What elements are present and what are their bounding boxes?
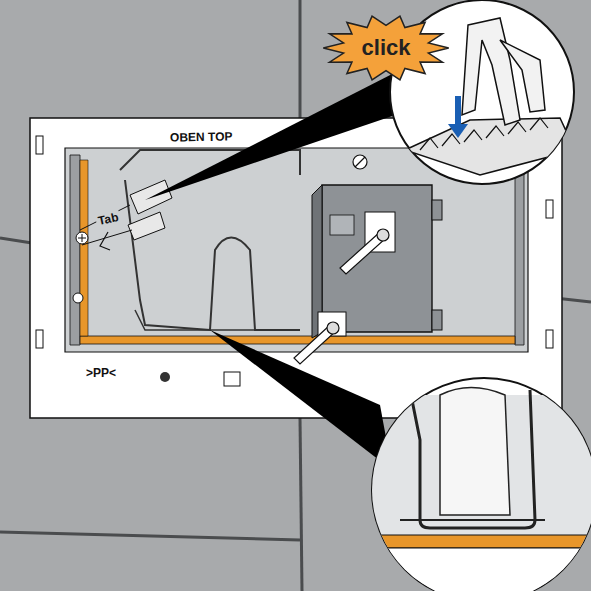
spring-clip [80, 180, 172, 245]
zoom-wedge [145, 70, 410, 200]
seal-strip [80, 336, 515, 344]
callout-text: click [362, 35, 411, 61]
zoom-wedge [210, 330, 392, 470]
frame-marking: >PP< [84, 366, 118, 380]
frame-marking: OBEN TOP [168, 129, 235, 144]
actuator-pin [294, 229, 389, 364]
starburst-callout: click [322, 14, 450, 82]
frame-hole [160, 372, 170, 382]
detail-inset-bracket [370, 378, 591, 591]
flush-module [312, 185, 442, 338]
